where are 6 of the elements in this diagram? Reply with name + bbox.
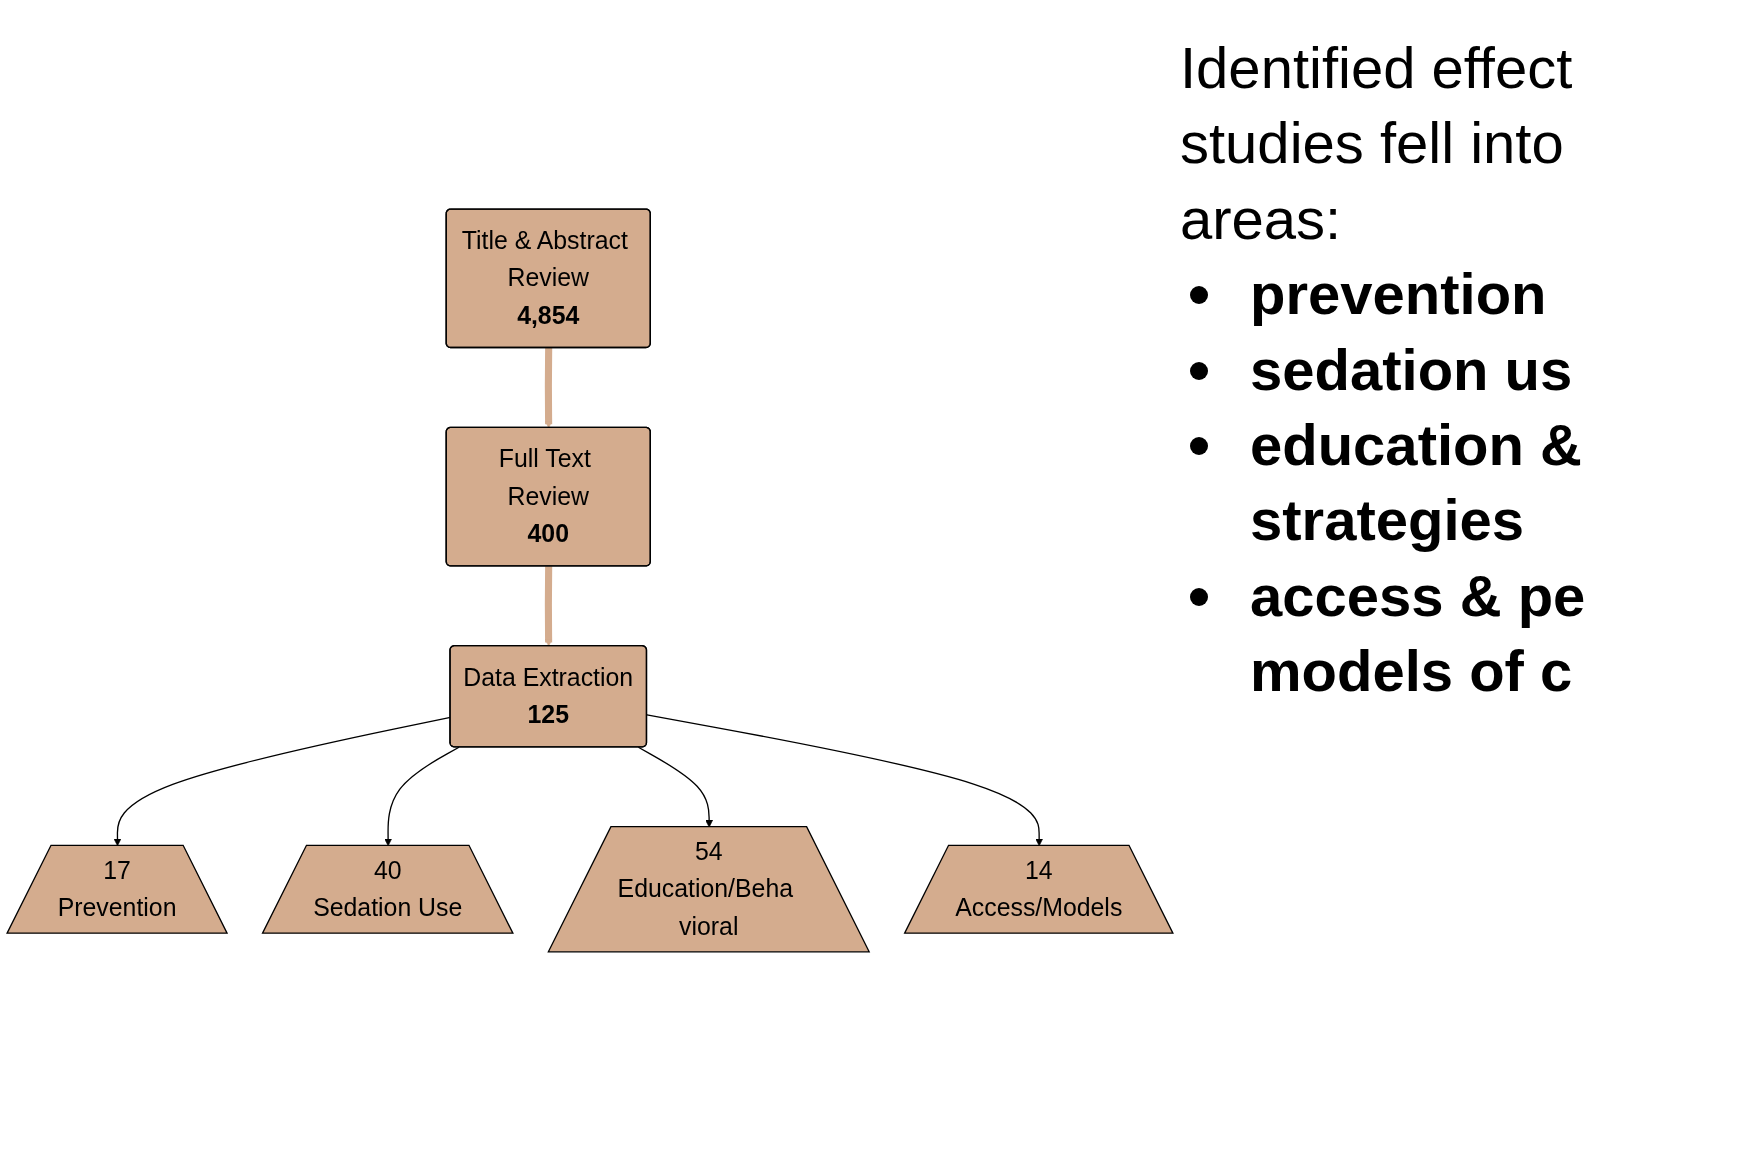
bullet-text: sedation us xyxy=(1250,335,1573,404)
arrow xyxy=(544,565,553,646)
bullet-text: prevention xyxy=(1250,260,1547,329)
intro-text: Identified effect studies fell into areas: xyxy=(1180,34,1574,253)
bullet-text: access & pe models of c xyxy=(1250,561,1587,706)
arrow xyxy=(544,347,553,428)
